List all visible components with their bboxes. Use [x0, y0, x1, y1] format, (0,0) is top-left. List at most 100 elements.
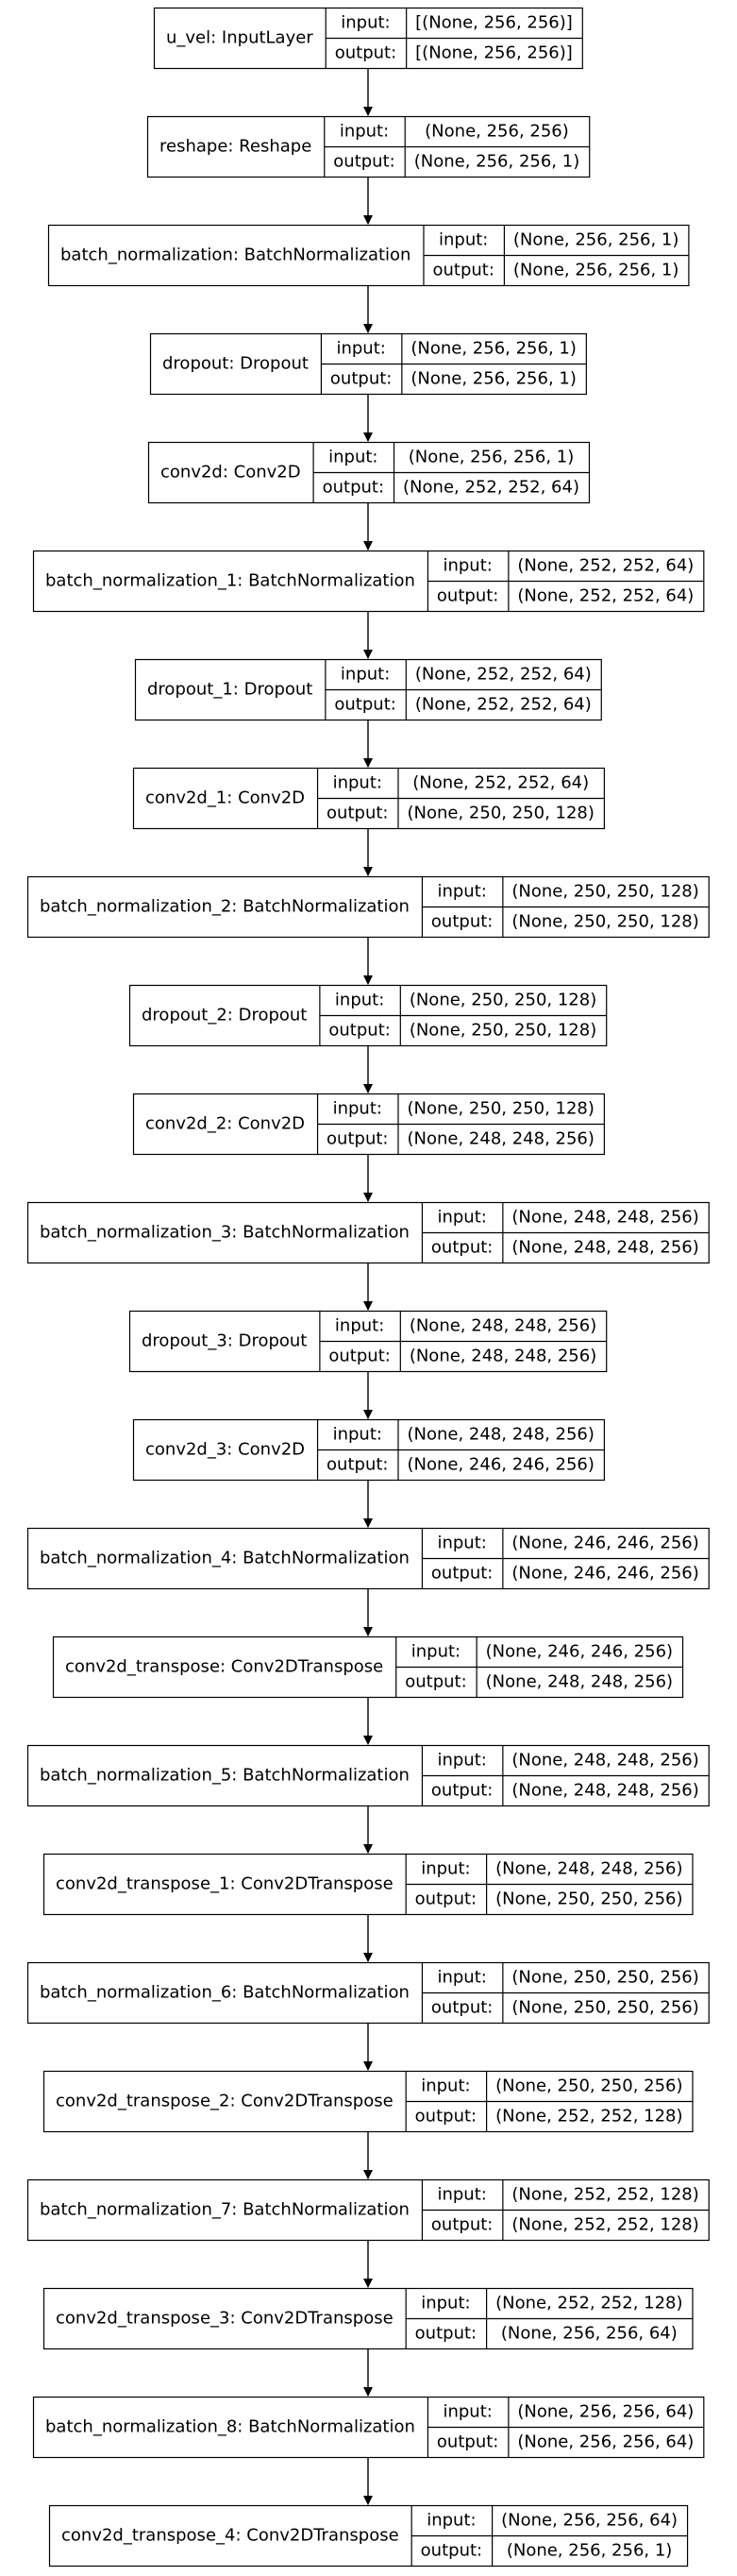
- output-label: output:: [330, 369, 392, 389]
- input-label: input:: [443, 2402, 492, 2422]
- output-label: output:: [415, 2107, 477, 2127]
- input-label: input:: [437, 2185, 486, 2205]
- output-shape: (None, 250, 250, 256): [511, 1998, 698, 2018]
- output-label: output:: [335, 43, 396, 63]
- output-label: output:: [431, 2215, 493, 2235]
- output-label: output:: [415, 2324, 477, 2344]
- layer-node-border: [26, 1201, 710, 1264]
- layer-node: batch_normalization_2: BatchNormalizatio…: [26, 875, 710, 939]
- output-label: output:: [327, 804, 388, 823]
- output-label: output:: [431, 1781, 493, 1801]
- input-shape: (None, 246, 246, 256): [486, 1642, 673, 1662]
- layer-name: conv2d_transpose: Conv2DTranspose: [65, 1657, 383, 1677]
- output-label: output:: [415, 1890, 477, 1909]
- input-label: input:: [439, 230, 488, 250]
- input-shape: (None, 248, 248, 256): [407, 1425, 594, 1445]
- layer-node: conv2d_transpose_1: Conv2DTranspose input…: [42, 1853, 694, 1916]
- input-label: input:: [437, 882, 486, 902]
- input-label: input:: [443, 556, 492, 576]
- input-shape: (None, 250, 250, 128): [511, 882, 698, 902]
- output-shape: (None, 256, 256, 1): [414, 152, 580, 172]
- output-shape: (None, 256, 256, 1): [410, 369, 577, 389]
- output-label: output:: [437, 2432, 498, 2452]
- output-shape: (None, 248, 248, 256): [486, 1672, 673, 1692]
- layer-nodes: u_vel: InputLayer input: output: [(None, 25…: [26, 7, 710, 2568]
- output-label: output:: [327, 1129, 388, 1149]
- output-label: output:: [432, 261, 494, 280]
- input-shape: (None, 246, 246, 256): [511, 1534, 698, 1553]
- input-label: input:: [437, 1751, 486, 1771]
- layer-node: batch_normalization_6: BatchNormalizatio…: [26, 1961, 710, 2025]
- input-shape: (None, 250, 250, 256): [511, 1968, 698, 1988]
- output-label: output:: [334, 695, 395, 715]
- input-label: input:: [335, 1316, 384, 1336]
- layer-name: batch_normalization: BatchNormalization: [60, 246, 410, 265]
- output-label: output:: [431, 1998, 493, 2018]
- output-shape: (None, 256, 256, 64): [501, 2324, 678, 2344]
- layer-name: conv2d_transpose_1: Conv2DTranspose: [56, 1874, 394, 1894]
- output-label: output:: [327, 1455, 388, 1475]
- input-label: input:: [333, 1425, 382, 1445]
- input-shape: (None, 252, 252, 64): [415, 665, 592, 685]
- layer-name: dropout_1: Dropout: [147, 680, 312, 700]
- input-shape: [(None, 256, 256)]: [415, 13, 573, 33]
- output-shape: (None, 256, 256, 64): [517, 2432, 694, 2452]
- input-shape: (None, 252, 252, 128): [495, 2294, 682, 2313]
- layer-name: conv2d_transpose_3: Conv2DTranspose: [56, 2309, 394, 2329]
- input-shape: (None, 256, 256, 1): [513, 230, 679, 250]
- layer-node: batch_normalization_4: BatchNormalizatio…: [26, 1527, 710, 1590]
- output-shape: (None, 250, 250, 128): [511, 912, 698, 932]
- layer-node: batch_normalization_1: BatchNormalizatio…: [32, 550, 705, 613]
- input-label: input:: [421, 1859, 470, 1879]
- output-label: output:: [405, 1672, 466, 1692]
- input-shape: (None, 248, 248, 256): [410, 1316, 596, 1336]
- output-label: output:: [333, 152, 394, 172]
- input-label: input:: [427, 2511, 476, 2531]
- output-shape: (None, 250, 250, 256): [495, 1890, 682, 1909]
- layer-node: batch_normalization_5: BatchNormalizatio…: [26, 1744, 710, 1807]
- layer-name: conv2d_transpose_4: Conv2DTranspose: [61, 2526, 399, 2546]
- input-label: input:: [421, 2076, 470, 2096]
- input-label: input:: [341, 665, 390, 685]
- layer-name: batch_normalization_2: BatchNormalizatio…: [40, 897, 410, 917]
- input-label: input:: [437, 1208, 486, 1228]
- layer-node: batch_normalization: BatchNormalization i…: [47, 224, 690, 287]
- layer-node: batch_normalization_7: BatchNormalizatio…: [26, 2178, 710, 2242]
- layer-name: reshape: Reshape: [159, 137, 311, 157]
- layer-name: u_vel: InputLayer: [166, 28, 313, 48]
- input-label: input:: [335, 991, 384, 1010]
- output-label: output:: [437, 586, 498, 606]
- input-shape: (None, 256, 256, 64): [501, 2511, 678, 2531]
- input-label: input:: [333, 773, 382, 793]
- input-shape: (None, 256, 256, 64): [517, 2402, 694, 2422]
- output-shape: (None, 256, 256, 1): [513, 261, 679, 280]
- output-shape: (None, 252, 252, 128): [495, 2107, 682, 2127]
- layer-name: batch_normalization_5: BatchNormalizatio…: [40, 1766, 410, 1786]
- layer-node: batch_normalization_8: BatchNormalizatio…: [32, 2396, 705, 2459]
- layer-name: batch_normalization_8: BatchNormalizatio…: [45, 2417, 415, 2437]
- layer-name: conv2d_2: Conv2D: [145, 1114, 305, 1134]
- input-shape: (None, 250, 250, 128): [410, 991, 596, 1010]
- input-label: input:: [333, 1099, 382, 1119]
- layer-node: batch_normalization_3: BatchNormalizatio…: [26, 1201, 710, 1264]
- output-shape: (None, 250, 250, 128): [407, 804, 594, 823]
- output-label: output:: [431, 912, 493, 932]
- input-label: input:: [421, 2294, 470, 2313]
- input-label: input:: [340, 122, 389, 142]
- layer-name: conv2d_transpose_2: Conv2DTranspose: [56, 2092, 394, 2111]
- layer-node: conv2d_transpose_2: Conv2DTranspose input…: [42, 2070, 694, 2133]
- layer-name: conv2d: Conv2D: [160, 463, 301, 483]
- input-shape: (None, 252, 252, 128): [511, 2185, 698, 2205]
- input-shape: (None, 256, 256, 1): [410, 339, 577, 359]
- output-label: output:: [328, 1347, 390, 1366]
- output-shape: (None, 248, 248, 256): [410, 1347, 596, 1366]
- output-shape: (None, 252, 252, 64): [517, 586, 694, 606]
- output-shape: (None, 252, 252, 128): [511, 2215, 698, 2235]
- input-shape: (None, 252, 252, 64): [517, 556, 694, 576]
- input-shape: (None, 248, 248, 256): [495, 1859, 682, 1879]
- input-shape: (None, 248, 248, 256): [511, 1208, 698, 1228]
- input-shape: (None, 252, 252, 64): [412, 773, 589, 793]
- output-label: output:: [431, 1564, 493, 1584]
